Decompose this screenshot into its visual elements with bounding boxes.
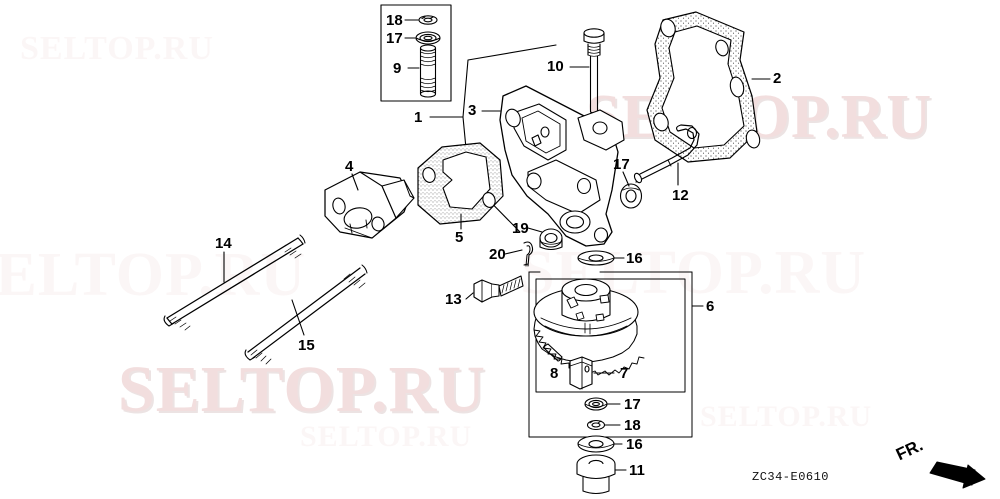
part-17c-washer-lower [584,397,608,411]
part-5-gasket [417,142,504,225]
part-17b-washer-mid [619,183,643,209]
callout-label-12: 12 [672,187,689,204]
callout-label-4: 4 [345,158,354,175]
part-16-washer-upper [577,250,615,266]
callout-label-2: 2 [773,70,782,87]
part-2-gasket [646,11,761,163]
part-18b-o-ring-lower [586,419,606,431]
part-19-bushing [539,228,563,251]
callout-label-16b: 16 [626,436,643,453]
group-box-inner [535,278,686,393]
part-11-collar [576,454,616,495]
callout-label-8: 8 [550,365,559,382]
part-6-driven-gear [533,278,645,376]
callout-label-18: 18 [386,12,403,29]
callout-label-15: 15 [298,337,315,354]
part-15-stud-long-b [244,264,368,365]
callout-label-14: 14 [215,235,232,252]
fr-direction-arrow [929,461,986,489]
callout-label-20: 20 [489,246,506,263]
callout-label-19: 19 [512,220,529,237]
leader-13 [465,292,474,300]
callout-label-5: 5 [455,229,464,246]
part-20-cotter-pin [523,241,534,267]
leader-15 [291,299,305,336]
callout-label-9: 9 [393,60,402,77]
part-18-o-ring-top [418,15,438,25]
outline-1-polygon [462,44,557,118]
part-8-dowel-pin [543,343,563,362]
callout-label-13: 13 [445,291,462,308]
callout-label-17: 17 [386,30,403,47]
part-14-stud-long-a [163,234,306,331]
callout-label-17b: 17 [613,156,630,173]
part-9-stud-bolt [419,44,437,98]
callout-label-17c: 17 [624,396,641,413]
group-box-stud [380,4,452,102]
callout-label-6: 6 [706,298,715,315]
part-13-hex-bolt [473,275,524,303]
part-16b-washer-lower [577,435,615,453]
part-3-pump-body [499,85,625,247]
part-4-pump-cover [324,171,415,239]
part-12-oil-pipe [633,124,700,184]
callout-label-11: 11 [629,462,645,479]
leader-19 [527,227,543,233]
callout-label-1: 1 [414,109,423,126]
leader-20 [504,249,523,255]
callout-label-10: 10 [547,58,564,75]
callout-label-18b: 18 [624,417,641,434]
diagram-part-number: ZC34-E0610 [752,470,830,484]
leader-17b [622,171,630,187]
callout-label-16: 16 [626,250,643,267]
leader-4 [351,173,359,191]
part-10-flange-bolt [583,28,605,114]
callout-label-7: 7 [620,365,629,382]
part-17-washer-top [415,31,441,45]
part-7-key [569,356,593,390]
callout-label-3: 3 [468,102,477,119]
group-box-outer [528,271,693,438]
